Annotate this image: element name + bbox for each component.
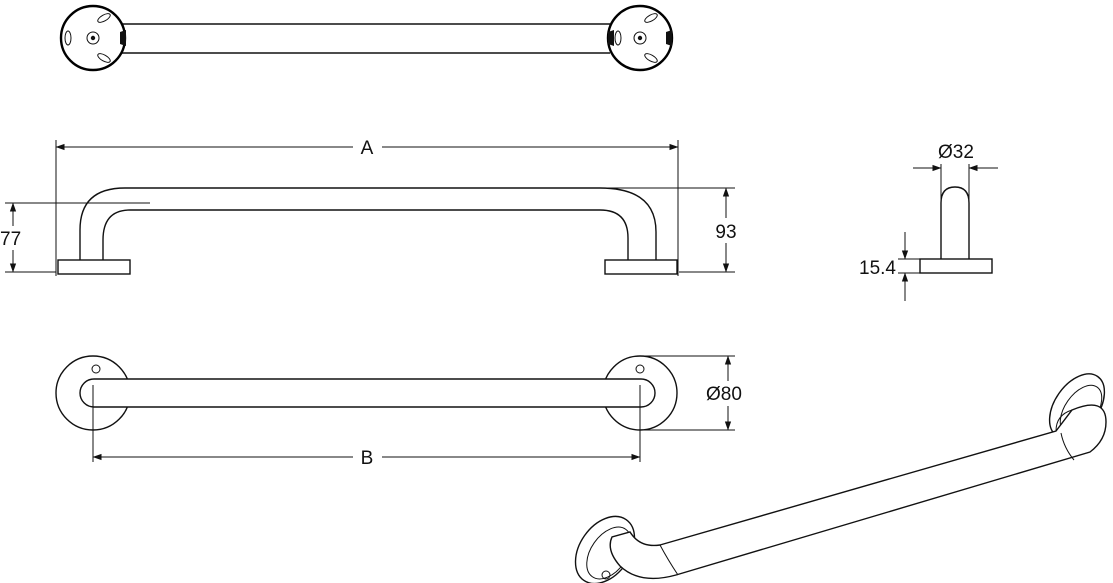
- dim-tube-label: Ø32: [938, 142, 974, 163]
- dim-b-label: B: [361, 448, 374, 469]
- dimension-flange: 15.4: [859, 232, 909, 301]
- dimension-tube: Ø32: [913, 142, 998, 172]
- plan-view: [55, 355, 735, 462]
- dim-a-label: A: [361, 138, 374, 159]
- dimension-height: 93: [715, 187, 737, 273]
- right-rose-top: [606, 4, 674, 72]
- isometric-view: [574, 373, 1107, 583]
- top-view: [59, 4, 674, 72]
- dim-height-label: 93: [715, 222, 736, 243]
- front-view: [5, 140, 735, 276]
- dimension-rose: Ø80: [706, 355, 742, 431]
- dimension-a: A: [55, 138, 679, 159]
- left-rose-top: [59, 4, 127, 72]
- dim-center-label: 77: [0, 229, 21, 250]
- dimension-b: B: [92, 448, 641, 469]
- dim-flange-label: 15.4: [859, 258, 896, 279]
- dimension-center: 77: [0, 202, 21, 273]
- side-view: [898, 164, 993, 274]
- dim-rose-label: Ø80: [706, 384, 742, 405]
